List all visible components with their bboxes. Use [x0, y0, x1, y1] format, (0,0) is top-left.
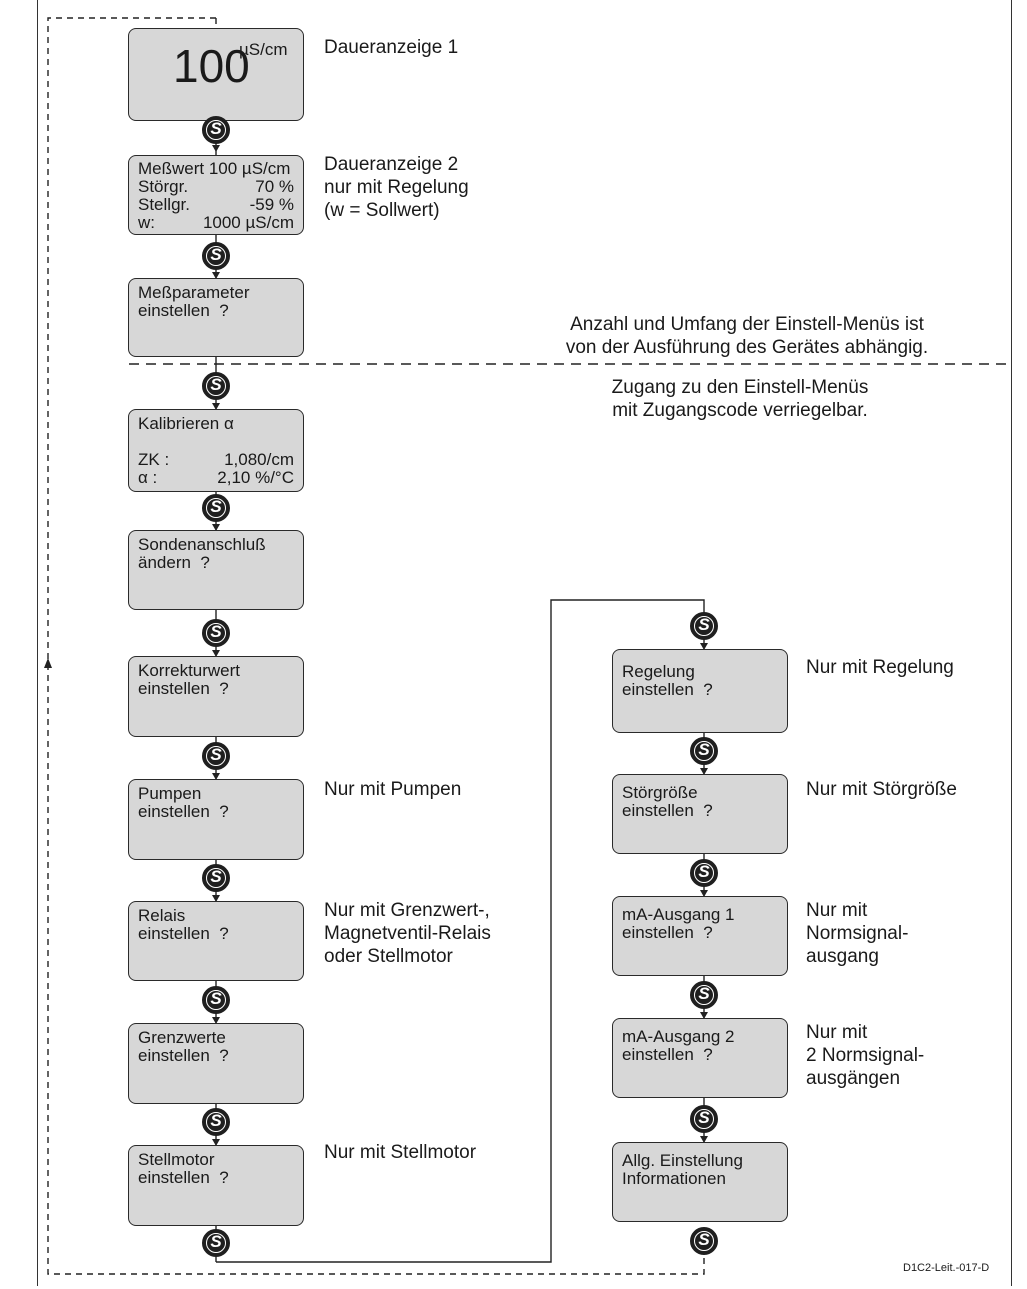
- display2-row-2: Stellgr.-59 %: [138, 195, 294, 214]
- note-display1: Daueranzeige 1: [324, 37, 459, 58]
- s-key-icon: S: [690, 1105, 718, 1133]
- flow-arrows: [212, 145, 708, 1146]
- note-pumpen: Nur mit Pumpen: [324, 779, 462, 800]
- note-regelung: Nur mit Regelung: [806, 657, 954, 678]
- s-key-icon: S: [202, 864, 230, 892]
- s-key-icon: S: [690, 859, 718, 887]
- note-stoergroesse: Nur mit Störgröße: [806, 779, 957, 800]
- display2-box: Meßwert 100 µS/cm Störgr.70 % Stellgr.-5…: [128, 155, 304, 235]
- s-key-icon: S: [202, 372, 230, 400]
- ma1-box: mA-Ausgang 1 einstellen ?: [612, 896, 788, 976]
- note-ma1: Nur mit Normsignal- ausgang: [806, 900, 909, 967]
- kalibrieren-box: Kalibrieren α ZK :1,080/cm α :2,10 %/°C: [128, 409, 304, 492]
- display1-box: 100 µS/cm: [128, 28, 304, 121]
- stellmotor-box: Stellmotor einstellen ?: [128, 1145, 304, 1226]
- relais-box: Relais einstellen ?: [128, 901, 304, 981]
- measurement-unit: µS/cm: [239, 40, 288, 59]
- regelung-box: Regelung einstellen ?: [612, 649, 788, 733]
- grenzwerte-box: Grenzwerte einstellen ?: [128, 1023, 304, 1104]
- ma2-box: mA-Ausgang 2 einstellen ?: [612, 1018, 788, 1098]
- drawing-code: D1C2-Leit.-017-D: [903, 1262, 990, 1274]
- note-access: Zugang zu den Einstell-Menüs mit Zugangs…: [611, 377, 869, 421]
- note-relais: Nur mit Grenzwert-, Magnetventil-Relais …: [324, 900, 491, 967]
- stoergroesse-box: Störgröße einstellen ?: [612, 774, 788, 854]
- note-stellmotor: Nur mit Stellmotor: [324, 1142, 477, 1163]
- display2-row-1: Störgr.70 %: [138, 177, 294, 196]
- return-loop-line: [47, 17, 705, 1275]
- s-key-icon: S: [690, 737, 718, 765]
- sondenanschluss-box: Sondenanschluß ändern ?: [128, 530, 304, 610]
- s-key-icon: S: [202, 986, 230, 1014]
- display2-row-0: Meßwert 100 µS/cm: [138, 159, 291, 178]
- display2-row-3: w:1000 µS/cm: [138, 213, 294, 232]
- diagram-frame: [37, 0, 1012, 1286]
- s-key-icon: S: [690, 981, 718, 1009]
- s-key-icon: S: [202, 242, 230, 270]
- s-key-icon: S: [690, 1227, 718, 1255]
- korrekturwert-box: Korrekturwert einstellen ?: [128, 656, 304, 737]
- measurement-value: 100: [173, 40, 250, 92]
- s-key-icon: S: [202, 742, 230, 770]
- s-key-icon: S: [202, 619, 230, 647]
- pumpen-box: Pumpen einstellen ?: [128, 779, 304, 860]
- s-key-icon: S: [690, 612, 718, 640]
- note-menus: Anzahl und Umfang der Einstell-Menüs ist…: [565, 314, 929, 358]
- s-key-icon: S: [202, 116, 230, 144]
- return-arrow-icon: [44, 658, 52, 668]
- allg-box: Allg. Einstellung Informationen: [612, 1142, 788, 1222]
- s-key-icon: S: [202, 1108, 230, 1136]
- note-display2: Daueranzeige 2 nur mit Regelung (w = Sol…: [324, 154, 469, 221]
- messparameter-box: Meßparameter einstellen ?: [128, 278, 304, 357]
- note-ma2: Nur mit 2 Normsignal- ausgängen: [806, 1022, 925, 1089]
- s-key-icon: S: [202, 1229, 230, 1257]
- s-key-icon: S: [202, 494, 230, 522]
